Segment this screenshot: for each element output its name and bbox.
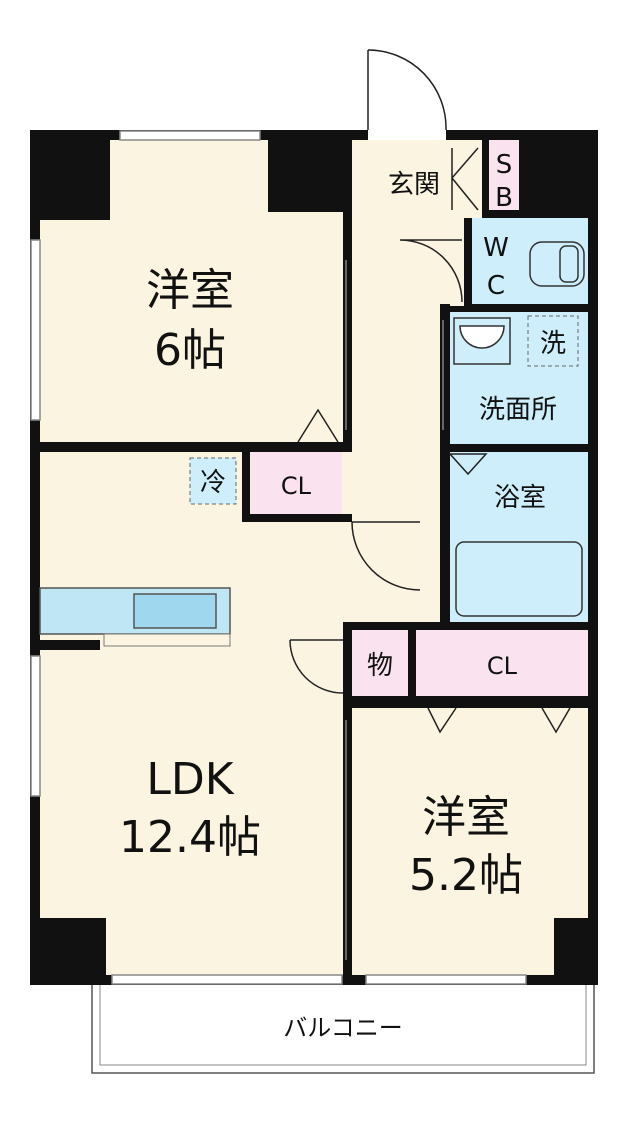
closet-2-area	[416, 630, 588, 696]
washing-machine-label: 洗	[540, 329, 566, 359]
toilet-label-bottom: C	[487, 271, 505, 301]
fridge-space	[189, 457, 237, 505]
entrance-door-swing	[367, 49, 447, 131]
shoe-box-label-bottom: B	[495, 183, 513, 213]
closet-2-label: CL	[487, 652, 518, 680]
bathtub[interactable]	[455, 541, 583, 617]
entrance-label: 玄関	[388, 170, 440, 200]
balcony-area	[91, 982, 595, 1074]
hall-corner-floor	[352, 226, 464, 306]
shoe-box	[489, 140, 519, 212]
washbasin-bowl	[459, 325, 505, 349]
washroom-label: 洗面所	[479, 395, 557, 425]
western-room-2-size: 5.2帖	[409, 850, 523, 901]
western-room-1-size: 6帖	[154, 325, 226, 376]
toilet-label-top: W	[483, 233, 509, 263]
toilet-icon	[529, 241, 585, 287]
sliding-doors	[345, 260, 444, 960]
storage-area	[352, 630, 408, 696]
interior-walls	[30, 130, 598, 985]
ldk-size: 12.4帖	[119, 812, 261, 863]
western-room-2-name: 洋室	[422, 792, 510, 843]
ldk-name: LDK	[146, 754, 234, 805]
western-room-2-floor	[352, 708, 588, 975]
windows	[30, 130, 527, 985]
western-room-1-name: 洋室	[146, 265, 234, 316]
kitchen-sink	[133, 593, 217, 629]
closet-1-label: CL	[281, 472, 312, 500]
entrance-floor	[352, 140, 482, 226]
bathroom-label: 浴室	[494, 483, 546, 513]
shoe-box-label-top: S	[496, 150, 513, 180]
interior-door-swings	[289, 147, 571, 734]
washing-machine-space	[527, 315, 579, 367]
balcony-label: バルコニー	[283, 1014, 403, 1042]
closet-1-area	[250, 452, 342, 514]
fridge-label: 冷	[200, 468, 226, 498]
entrance-door-gap	[368, 128, 446, 140]
kitchen-counter-edge	[103, 633, 231, 647]
storage-label: 物	[367, 651, 393, 681]
